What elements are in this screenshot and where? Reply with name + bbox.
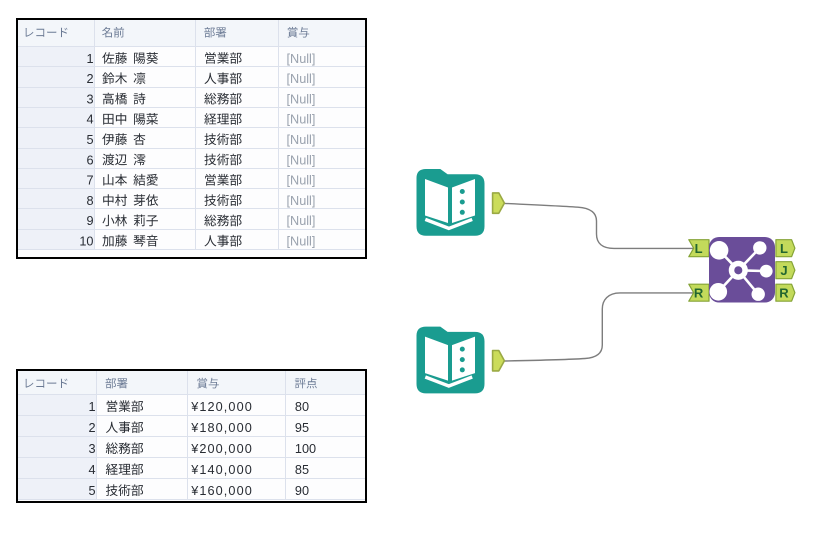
svg-text:8: 8 xyxy=(86,194,93,208)
svg-text:¥140,000: ¥140,000 xyxy=(190,463,253,477)
svg-text:L: L xyxy=(780,241,788,256)
svg-text:[Null]: [Null] xyxy=(287,72,316,86)
svg-text:3: 3 xyxy=(86,92,93,106)
svg-text:4: 4 xyxy=(86,113,93,127)
svg-text:R: R xyxy=(694,285,704,300)
svg-text:2: 2 xyxy=(88,421,95,435)
svg-text:J: J xyxy=(780,263,787,278)
svg-text:¥180,000: ¥180,000 xyxy=(190,421,253,435)
svg-text:[Null]: [Null] xyxy=(287,235,316,249)
svg-text:1: 1 xyxy=(86,52,93,66)
svg-text:1: 1 xyxy=(88,400,95,414)
svg-text:95: 95 xyxy=(295,421,309,435)
svg-text:[Null]: [Null] xyxy=(287,133,316,147)
svg-text:[Null]: [Null] xyxy=(287,174,316,188)
svg-text:9: 9 xyxy=(86,214,93,228)
svg-text:[Null]: [Null] xyxy=(287,194,316,208)
svg-text:[Null]: [Null] xyxy=(287,214,316,228)
svg-text:R: R xyxy=(779,285,789,300)
svg-text:4: 4 xyxy=(88,463,95,477)
svg-text:[Null]: [Null] xyxy=(287,92,316,106)
svg-text:¥160,000: ¥160,000 xyxy=(190,484,253,498)
svg-text:6: 6 xyxy=(86,153,93,167)
svg-text:3: 3 xyxy=(88,442,95,456)
svg-text:5: 5 xyxy=(86,133,93,147)
svg-text:90: 90 xyxy=(295,484,309,498)
svg-text:7: 7 xyxy=(86,174,93,188)
svg-text:L: L xyxy=(695,241,703,256)
svg-text:¥120,000: ¥120,000 xyxy=(190,400,253,414)
svg-text:2: 2 xyxy=(86,72,93,86)
svg-text:80: 80 xyxy=(295,400,309,414)
svg-text:85: 85 xyxy=(295,463,309,477)
svg-text:10: 10 xyxy=(79,235,93,249)
svg-text:[Null]: [Null] xyxy=(287,52,316,66)
svg-text:100: 100 xyxy=(295,442,316,456)
svg-text:¥200,000: ¥200,000 xyxy=(190,442,253,456)
svg-text:[Null]: [Null] xyxy=(287,153,316,167)
svg-text:[Null]: [Null] xyxy=(287,113,316,127)
svg-text:5: 5 xyxy=(88,484,95,498)
